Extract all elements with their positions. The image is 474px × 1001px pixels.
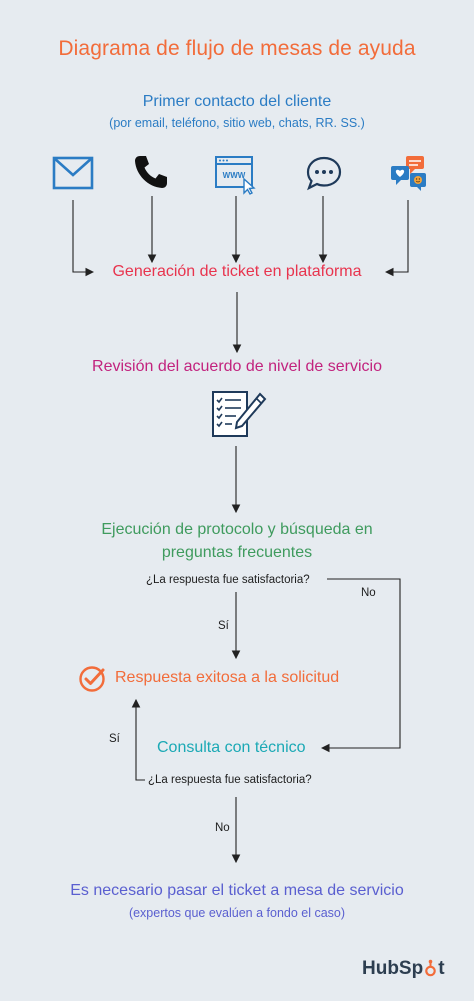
connector-social	[384, 200, 409, 277]
connector-email	[72, 200, 95, 277]
successful-response-step: Respuesta exitosa a la solicitud	[115, 669, 340, 686]
label-no-1: No	[361, 587, 376, 599]
protocol-step-line2: preguntas frecuentes	[161, 544, 313, 561]
svg-text:WWW: WWW	[223, 171, 246, 180]
escalate-step-line1: Es necesario pasar el ticket a mesa de s…	[70, 882, 404, 899]
logo-text-end: t	[438, 958, 445, 979]
question-satisfactory-2: ¿La respuesta fue satisfactoria?	[148, 774, 312, 786]
first-contact-channels: (por email, teléfono, sitio web, chats, …	[109, 116, 365, 130]
phone-icon	[132, 153, 170, 191]
protocol-step-line1: Ejecución de protocolo y búsqueda en	[101, 521, 373, 538]
chat-icon	[305, 155, 343, 191]
sla-review-step: Revisión del acuerdo de nivel de servici…	[92, 358, 382, 375]
label-yes-2: Sí	[109, 733, 120, 745]
hubspot-logo: HubSp t	[362, 957, 445, 981]
technician-consult-step: Consulta con técnico	[157, 739, 306, 756]
label-no-2: No	[215, 822, 230, 834]
sprocket-icon	[423, 959, 438, 979]
page-title: Diagrama de flujo de mesas de ayuda	[58, 37, 416, 60]
connector-q2-yes	[131, 698, 145, 781]
label-yes-1: Sí	[218, 620, 229, 632]
question-satisfactory-1: ¿La respuesta fue satisfactoria?	[146, 574, 310, 586]
checkmark-circle-icon	[78, 665, 106, 693]
checklist-icon	[208, 388, 268, 440]
logo-text-start: HubSp	[362, 958, 424, 979]
email-icon	[52, 155, 94, 191]
social-media-icon	[388, 153, 430, 193]
ticket-generation-step: Generación de ticket en plataforma	[112, 263, 362, 280]
website-icon: WWW	[214, 155, 258, 195]
first-contact-title: Primer contacto del cliente	[142, 93, 332, 110]
escalate-step-line2: (expertos que evalúen a fondo el caso)	[128, 906, 346, 920]
connector-q1-no	[320, 578, 401, 753]
